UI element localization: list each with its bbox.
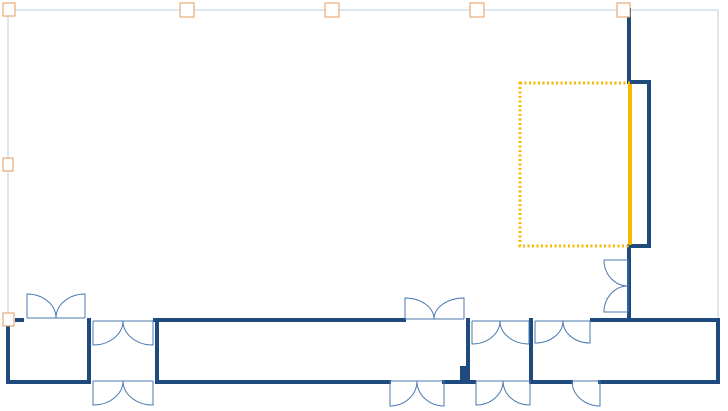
double-door-room4-north[interactable] xyxy=(534,320,591,344)
double-door-corridor-north[interactable] xyxy=(404,297,465,320)
building-walls[interactable] xyxy=(6,8,720,384)
doors[interactable] xyxy=(26,259,629,407)
handle-left-middle-icon[interactable] xyxy=(2,157,14,172)
double-door-room1-north[interactable] xyxy=(92,320,154,346)
handle-bottom-left-icon[interactable] xyxy=(2,312,15,327)
double-door-east[interactable] xyxy=(603,259,629,313)
handle-top-2-icon[interactable] xyxy=(324,2,340,18)
handle-top-left-icon[interactable] xyxy=(2,2,16,17)
handle-top-1-icon[interactable] xyxy=(179,2,195,18)
door-room4-south[interactable] xyxy=(571,380,601,407)
double-door-room3-north[interactable] xyxy=(471,320,530,345)
wall-east-upper[interactable] xyxy=(627,8,651,322)
highlighted-room-outline[interactable] xyxy=(518,81,632,248)
double-door-room3-south[interactable] xyxy=(475,380,531,406)
selection-frame xyxy=(7,9,719,320)
handle-top-3-icon[interactable] xyxy=(469,2,485,18)
double-door-corridor-south[interactable] xyxy=(389,380,445,407)
wall-pillar[interactable] xyxy=(460,366,470,382)
double-door-room1-south[interactable] xyxy=(92,380,154,406)
handle-top-right-icon[interactable] xyxy=(616,2,631,18)
double-door-northwest[interactable] xyxy=(26,293,86,319)
highlighted-room[interactable] xyxy=(518,81,632,248)
wall-southwest-room[interactable] xyxy=(6,318,90,384)
selection-handles[interactable] xyxy=(2,2,631,327)
